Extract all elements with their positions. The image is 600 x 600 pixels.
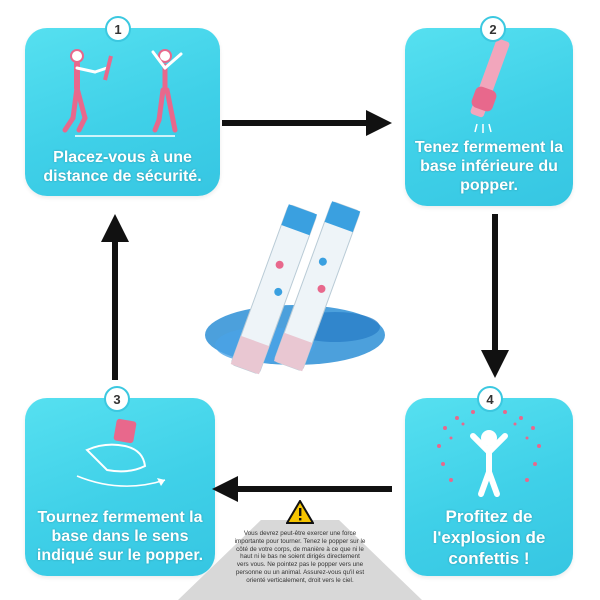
left-arrow-icon [212, 476, 392, 502]
up-arrow-icon [101, 214, 129, 380]
twisting-base-illustration [76, 418, 166, 487]
hand-holding-popper-illustration [470, 38, 510, 133]
step-1-badge: 1 [105, 16, 131, 42]
down-arrow-icon [481, 214, 509, 378]
people-distance-illustration [62, 49, 183, 137]
warning-triangle-icon [286, 500, 314, 524]
right-arrow-icon [222, 110, 392, 136]
step-3-badge: 3 [104, 386, 130, 412]
warning-text: Vous devrez peut-être exercer une force … [234, 530, 366, 584]
confetti-explosion-illustration [437, 408, 541, 497]
confetti-popper-product-image [205, 201, 385, 375]
step-4-badge: 4 [477, 386, 503, 412]
step-2-badge: 2 [480, 16, 506, 42]
